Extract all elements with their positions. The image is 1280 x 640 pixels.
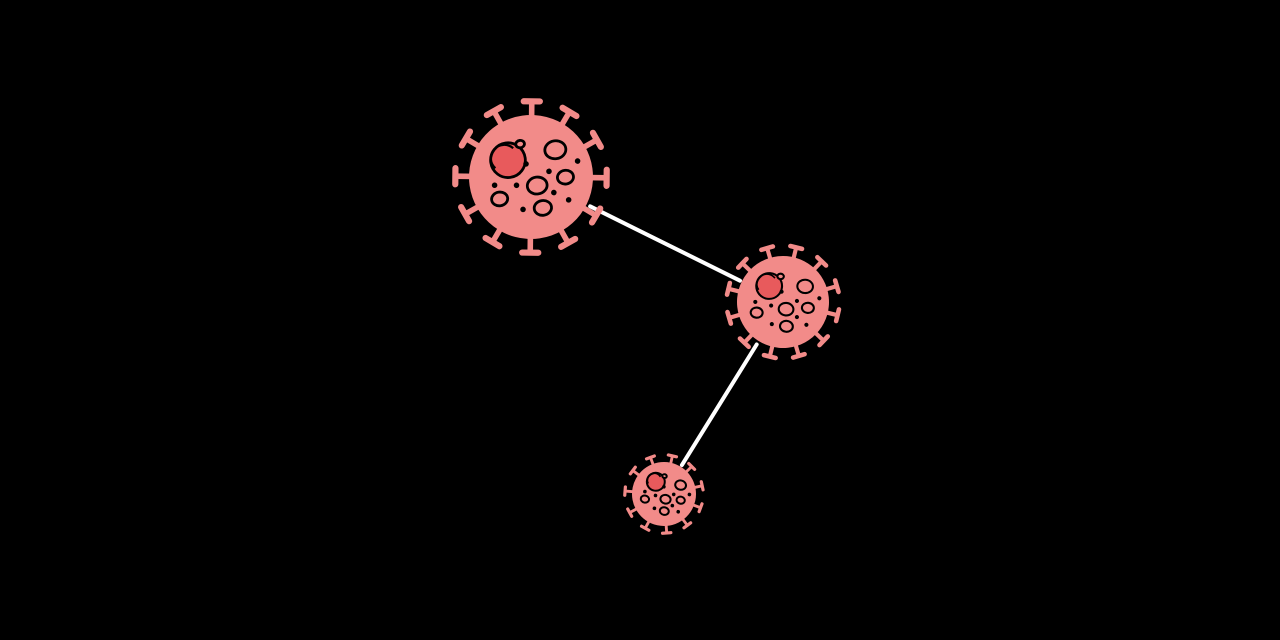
virus-ring	[776, 272, 785, 281]
connection-lines	[588, 204, 759, 468]
virus-spike-cap	[759, 244, 776, 253]
virus-spike-cap	[737, 336, 751, 350]
virus-ring	[675, 495, 686, 505]
virus-dot	[687, 492, 692, 497]
virus-ring	[490, 190, 510, 208]
virus-spike-cap	[687, 461, 697, 472]
virus-ring	[674, 479, 688, 491]
virus-spike-cap	[458, 204, 473, 225]
virus-spike-cap	[519, 249, 542, 256]
virus-dot	[546, 168, 552, 175]
virus-spike-cap	[520, 98, 543, 105]
virus-spike-cap	[735, 256, 749, 270]
virus-ring	[777, 301, 795, 317]
connector-line-2	[679, 342, 759, 468]
virus-spike-cap	[559, 104, 580, 120]
virus-spike-cap	[790, 351, 807, 360]
virus-core-highlight	[756, 273, 776, 291]
virus-dot	[520, 206, 526, 213]
virus-dot	[565, 197, 572, 203]
virus-spike-cap	[483, 104, 504, 119]
virus-core-highlight	[646, 472, 662, 484]
virus-ring	[532, 199, 553, 217]
virus-spike-cap	[458, 128, 474, 149]
medium-virus-icon	[724, 243, 842, 361]
virus-spike-cap	[761, 352, 778, 361]
virus-spike-cap	[833, 307, 842, 324]
virus-dot	[523, 161, 529, 167]
virus-dot	[643, 489, 647, 494]
virus-spike-cap	[589, 129, 604, 150]
virus-dot	[817, 296, 822, 301]
virus-ring	[514, 138, 526, 150]
virus-dot	[794, 315, 799, 320]
virus-dot	[513, 182, 520, 189]
virus-spike-cap	[603, 166, 610, 189]
virus-spike-cap	[724, 280, 733, 297]
virus-ring	[525, 175, 549, 196]
virus-dot	[753, 299, 758, 304]
virus-dot	[652, 506, 657, 511]
virus-spike-cap	[788, 243, 805, 252]
virus-dot	[671, 492, 676, 497]
virus-spike-cap	[588, 205, 604, 226]
virus-spike-cap	[817, 334, 831, 348]
virus-dot	[676, 509, 681, 514]
virus-dot	[794, 298, 800, 303]
virus-spike-cap	[699, 480, 705, 492]
virus-dot	[491, 182, 498, 189]
virus-spike-cap	[623, 485, 627, 497]
virus-dot	[574, 158, 581, 164]
virus-spike-cap	[558, 235, 579, 250]
virus-dot	[804, 322, 809, 327]
small-virus-icon	[623, 453, 705, 535]
connector-line-1	[588, 204, 742, 283]
virus-spike-cap	[682, 521, 693, 530]
virus-spike-cap	[697, 502, 704, 514]
virus-spike-cap	[628, 465, 637, 476]
virus-body	[469, 115, 593, 239]
virus-ring	[778, 319, 794, 333]
virus-dot	[662, 484, 666, 489]
virus-dot	[670, 503, 675, 508]
virus-ring	[796, 278, 814, 295]
virus-ring	[543, 139, 568, 161]
virus-spike-cap	[660, 531, 673, 535]
virus-core-highlight	[489, 143, 514, 170]
virus-ring	[659, 493, 672, 505]
virus-dot	[769, 322, 774, 327]
virus-spike-cap	[666, 453, 679, 459]
virus-spike-cap	[644, 454, 656, 461]
virus-ring	[661, 473, 668, 480]
virus-spike-cap	[725, 309, 734, 326]
virus-ring	[749, 306, 764, 319]
virus-ring	[639, 494, 651, 504]
virus-spike-cap	[626, 507, 634, 518]
virus-spike-cap	[452, 165, 459, 188]
virus-spike-cap	[482, 234, 503, 250]
virus-ring	[556, 168, 575, 186]
virus-dot	[653, 493, 658, 498]
virus-ring	[658, 506, 670, 516]
virus-spike-cap	[815, 254, 829, 268]
virus-ring	[800, 301, 815, 314]
virus-spike-cap	[832, 278, 841, 295]
large-virus-icon	[452, 98, 610, 256]
virus-dot	[779, 289, 784, 294]
virus-nodes	[452, 98, 842, 535]
virus-dot	[769, 303, 774, 308]
virus-spike-cap	[639, 524, 651, 532]
virus-dot	[551, 189, 557, 196]
